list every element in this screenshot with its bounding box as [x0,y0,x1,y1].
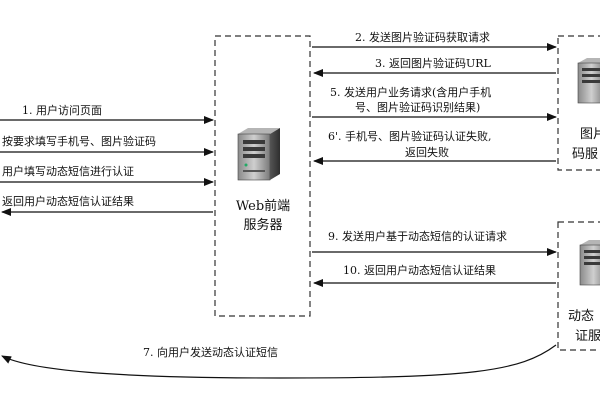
message-label-m8-line1: 6'. 手机号、图片验证码认证失败, [328,129,492,143]
message-label-m8-line2: 返回失败 [405,145,449,159]
message-label-m4: 返回用户动态短信认证结果 [2,194,134,208]
web-server-node: Web前端 服务器 [214,35,311,317]
web-server-label-line2: 服务器 [243,217,282,233]
web-server-label-line1: Web前端 [236,198,290,214]
image-captcha-server-node: 图片 码服 [557,35,600,171]
arrow-m1: 1. 用户访问页面 [0,103,214,124]
server-icon [237,128,280,181]
message-label-m10: 10. 返回用户动态短信认证结果 [343,263,496,277]
message-label-m9: 9. 发送用户基于动态短信的认证请求 [328,229,507,243]
message-label-m7-line2: 号、图片验证码识别结果) [355,100,480,114]
arrow-m10: 10. 返回用户动态短信认证结果 [313,263,556,287]
message-label-m7-line1: 5. 发送用户业务请求(含用户手机 [330,85,491,99]
arrow-m5: 2. 发送图片验证码获取请求 [312,30,557,51]
message-label-m3: 用户填写动态短信进行认证 [2,164,134,178]
sms-auth-server-label-line2: 证服 [575,329,600,344]
message-label-m5: 2. 发送图片验证码获取请求 [355,30,490,44]
image-captcha-server-label-line2: 码服 [572,147,598,162]
message-label-m11: 7. 向用户发送动态认证短信 [143,345,278,359]
sms-auth-server-label-line1: 动态 [568,309,594,324]
arrow-m7: 5. 发送用户业务请求(含用户手机 号、图片验证码识别结果) [312,85,557,121]
image-captcha-server-label-line1: 图片 [580,127,600,142]
arrow-m8: 6'. 手机号、图片验证码认证失败, 返回失败 [313,129,556,165]
web-server-box [214,35,311,317]
sms-auth-server-node: 动态 证服 [557,221,600,351]
arrow-m11: 7. 向用户发送动态认证短信 [1,344,557,379]
server-icon [579,240,600,286]
arrow-m3: 用户填写动态短信进行认证 [0,164,214,186]
arrow-m9: 9. 发送用户基于动态短信的认证请求 [312,229,557,256]
image-captcha-server-box [557,35,600,171]
message-label-m2: 按要求填写手机号、图片验证码 [2,134,156,148]
message-label-m6: 3. 返回图片验证码URL [375,56,492,70]
arrow-m2: 按要求填写手机号、图片验证码 [0,134,214,156]
arrow-m4: 返回用户动态短信认证结果 [1,194,213,216]
arrow-m6: 3. 返回图片验证码URL [313,56,556,77]
message-label-m1: 1. 用户访问页面 [22,103,102,117]
server-icon [577,58,600,104]
sms-auth-server-box [557,221,600,351]
